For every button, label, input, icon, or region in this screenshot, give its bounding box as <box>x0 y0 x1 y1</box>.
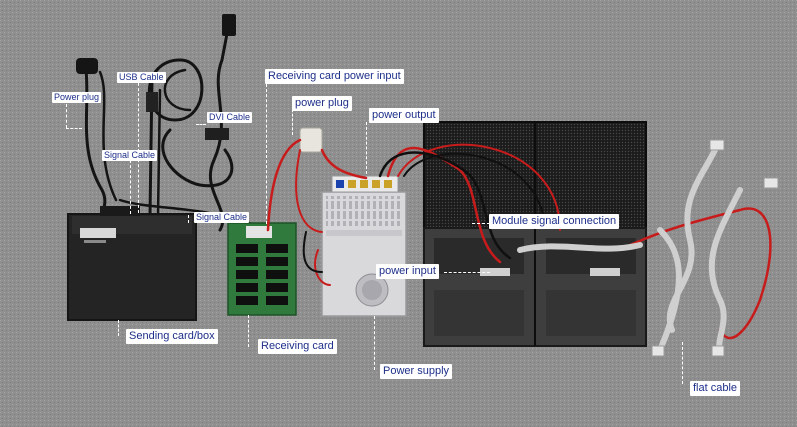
label-dvi-cable: DVI Cable <box>207 112 253 123</box>
leader-signal-1 <box>130 160 131 214</box>
label-power-supply: Power supply <box>380 364 453 379</box>
label-module-signal-connection: Module signal connection <box>489 214 620 229</box>
leader-receiving <box>248 315 249 347</box>
receiving-card-board <box>227 222 297 316</box>
leader-sending <box>118 320 119 336</box>
power-plug-white <box>299 127 323 153</box>
label-power-output: power output <box>369 108 439 123</box>
black-power-wires <box>302 151 546 273</box>
leader-dvi <box>196 124 206 125</box>
label-usb-cable: USB Cable <box>117 72 166 83</box>
leader-power-input <box>444 272 490 273</box>
power-plug-head <box>76 58 98 74</box>
label-sending-card-box: Sending card/box <box>126 329 218 344</box>
label-power-input: power input <box>376 264 439 279</box>
ribbon-connector-3 <box>651 345 665 357</box>
leader-power-plug-left <box>66 104 67 128</box>
leader-power-plug-left-h <box>66 128 82 129</box>
leader-module-signal <box>472 223 490 224</box>
label-power-plug-left: Power plug <box>52 92 102 103</box>
red-wires <box>266 138 772 340</box>
label-signal-cable-1: Signal Cable <box>102 150 158 161</box>
label-flat-cable: flat cable <box>690 381 741 396</box>
sending-box <box>67 206 197 321</box>
ribbon-connector-4 <box>711 345 725 357</box>
label-receiving-card: Receiving card <box>258 339 337 354</box>
usb-connector <box>146 92 158 112</box>
leader-signal-2 <box>188 215 189 223</box>
leader-usb <box>138 83 139 213</box>
label-receiving-card-power-input: Receiving card power input <box>265 69 404 84</box>
label-signal-cable-2: Signal Cable <box>194 212 250 223</box>
led-matrix-module <box>423 121 647 347</box>
leader-power-output <box>366 122 367 174</box>
leader-power-plug <box>292 109 293 135</box>
leader-flat <box>682 342 683 384</box>
ribbon-connector-2 <box>763 177 779 189</box>
ribbon-connector-1 <box>709 139 725 151</box>
dvi-connector <box>205 128 229 140</box>
leader-power-supply <box>374 316 375 370</box>
label-power-plug: power plug <box>292 96 352 111</box>
dvi-plug-head <box>222 14 236 36</box>
leader-rc-power <box>266 84 267 224</box>
flat-ribbon-cables <box>517 145 743 353</box>
power-supply-unit <box>321 175 407 317</box>
